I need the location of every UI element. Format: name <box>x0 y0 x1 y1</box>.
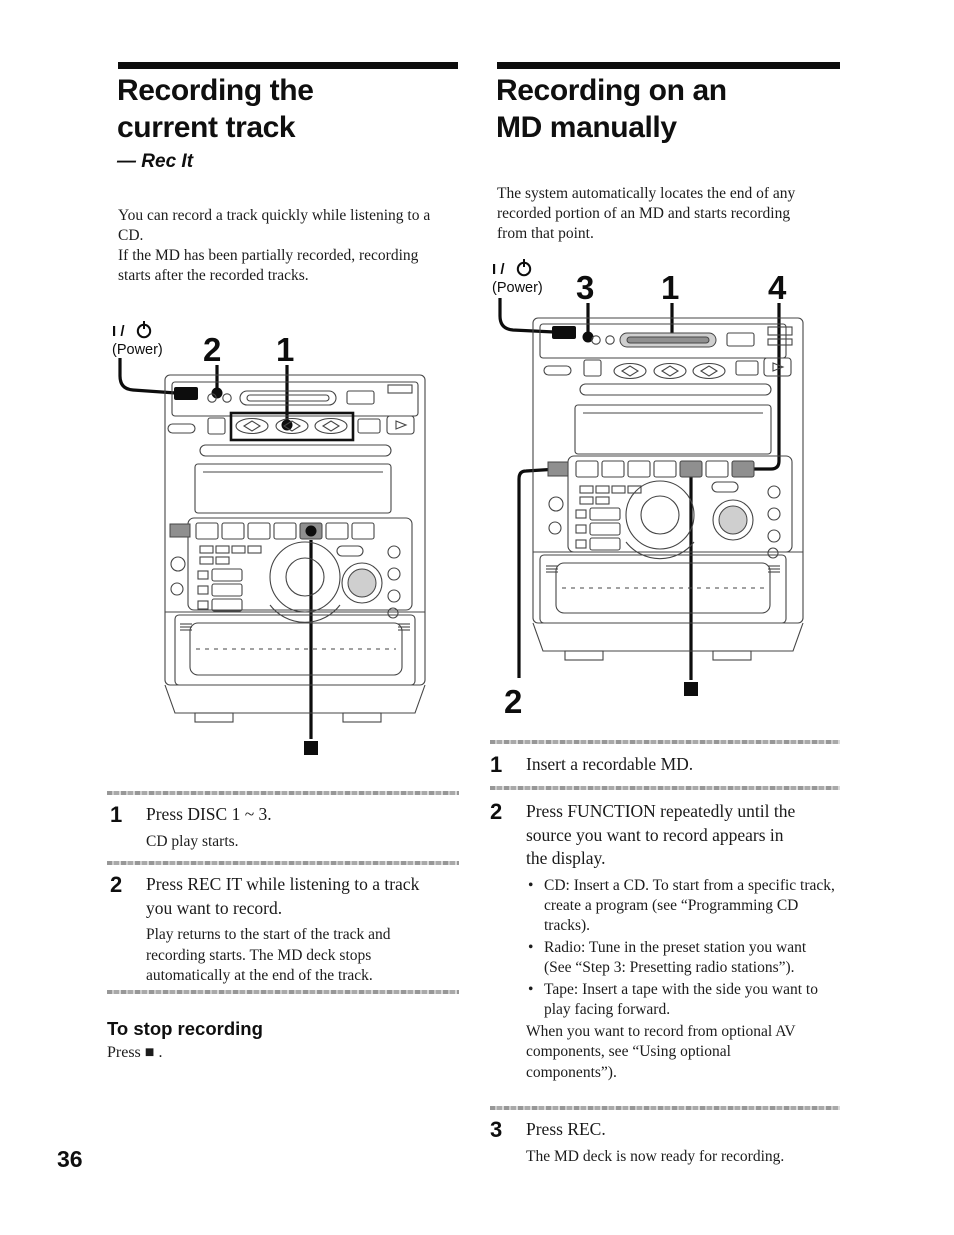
jog-dial <box>269 541 341 613</box>
power-callout-line <box>498 298 555 334</box>
callout-3-dot <box>582 331 594 343</box>
callout-2-line <box>517 467 559 678</box>
display-window <box>194 463 392 514</box>
step-number: 3 <box>490 1117 503 1142</box>
power-label-text: I / <box>492 261 505 278</box>
jog-dial <box>625 480 695 550</box>
cassette-door <box>189 622 403 676</box>
stop-recording-heading: To stop recording <box>107 1018 263 1039</box>
callout-2: 2 <box>203 331 221 368</box>
step-title: Press REC IT while listening to a track … <box>146 874 420 918</box>
stop-square-symbol <box>684 682 698 696</box>
source-bullet-list: CD: Insert a CD. To start from a specifi… <box>526 876 840 1020</box>
step-title: Press REC. <box>526 1119 606 1139</box>
section-rule-left <box>118 62 458 69</box>
title-line: Recording on an <box>496 74 727 107</box>
device-drawing <box>164 374 426 723</box>
step-right-1: 1 Insert a recordable MD. <box>490 752 842 782</box>
intro-paragraph: If the MD has been partially recorded, r… <box>118 247 419 284</box>
power-sub-text: (Power) <box>112 342 163 358</box>
callout-4: 4 <box>768 269 787 306</box>
bullet-tape: Tape: Insert a tape with the side you wa… <box>526 980 837 1020</box>
step-title: Press DISC 1 ~ 3. <box>146 804 272 824</box>
title-line: Recording the <box>117 74 314 107</box>
volume-knob <box>341 562 383 604</box>
power-icon <box>516 259 532 277</box>
intro-left: You can record a track quickly while lis… <box>118 206 448 286</box>
intro-paragraph: The system automatically locates the end… <box>497 185 796 242</box>
title-line: current track <box>117 111 296 144</box>
callout-4-line <box>750 303 781 471</box>
step-right-3: 3 Press REC. The MD deck is now ready fo… <box>490 1117 842 1167</box>
md-slot <box>239 390 337 406</box>
power-label-text: I / <box>112 323 125 340</box>
callout-1: 1 <box>661 269 679 306</box>
step-note: When you want to record from optional AV… <box>526 1022 796 1081</box>
divider <box>490 1106 840 1110</box>
callout-2: 2 <box>504 683 522 720</box>
display-window <box>574 404 772 455</box>
bullet-radio: Radio: Tune in the preset station you wa… <box>526 938 837 978</box>
section-rule-right <box>497 62 840 69</box>
callout-lines <box>118 358 318 755</box>
power-sub-text: (Power) <box>492 280 543 296</box>
divider <box>490 786 840 790</box>
stop-button <box>679 460 703 478</box>
page-title-left: Recording the current track <box>117 72 314 146</box>
stop-recording-body: Press ■ . <box>107 1044 163 1061</box>
step-number: 1 <box>110 802 123 827</box>
power-callout-line <box>118 358 177 395</box>
bullet-cd: CD: Insert a CD. To start from a specifi… <box>526 876 837 936</box>
disc-buttons-box <box>229 411 355 442</box>
step-left-1: 1 Press DISC 1 ~ 3. CD play starts. <box>110 802 460 852</box>
step-title: Insert a recordable MD. <box>526 754 694 774</box>
callout-2-dot <box>211 387 223 399</box>
step-body: Play returns to the start of the track a… <box>146 926 391 984</box>
power-label: I / (Power) <box>492 259 543 296</box>
title-line: MD manually <box>496 111 677 144</box>
power-button <box>552 326 576 339</box>
divider <box>107 990 459 994</box>
divider <box>107 791 459 795</box>
page-number: 36 <box>57 1146 83 1172</box>
step-number: 1 <box>490 752 503 777</box>
cassette-door <box>555 562 771 614</box>
step-left-2: 2 Press REC IT while listening to a trac… <box>110 872 460 987</box>
stereo-illustration-right: I / (Power) 3 1 4 2 <box>492 259 804 720</box>
section-subtitle: — Rec It <box>117 151 194 172</box>
stereo-illustration-left: I / (Power) 2 1 <box>112 321 426 755</box>
intro-right: The system automatically locates the end… <box>497 184 817 244</box>
callout-3: 3 <box>576 269 594 306</box>
power-label: I / (Power) <box>112 321 163 358</box>
step-number: 2 <box>110 872 123 897</box>
power-icon <box>136 321 152 339</box>
step-body: CD play starts. <box>146 832 239 850</box>
rec-button <box>731 460 755 478</box>
page-title-right: Recording on an MD manually <box>496 72 727 146</box>
divider <box>107 861 459 865</box>
step-body: The MD deck is now ready for recording. <box>526 1147 785 1165</box>
power-button <box>174 387 198 400</box>
step-number: 2 <box>490 799 503 824</box>
function-button <box>547 461 569 477</box>
divider <box>490 740 840 744</box>
step-right-2: 2 Press FUNCTION repeatedly until the so… <box>490 799 842 1083</box>
volume-knob <box>712 499 754 541</box>
step-title: Press FUNCTION repeatedly until the sour… <box>526 801 796 868</box>
intro-paragraph: You can record a track quickly while lis… <box>118 207 431 244</box>
device-drawing <box>532 317 804 661</box>
callout-1: 1 <box>276 331 294 368</box>
stop-square-symbol <box>304 741 318 755</box>
